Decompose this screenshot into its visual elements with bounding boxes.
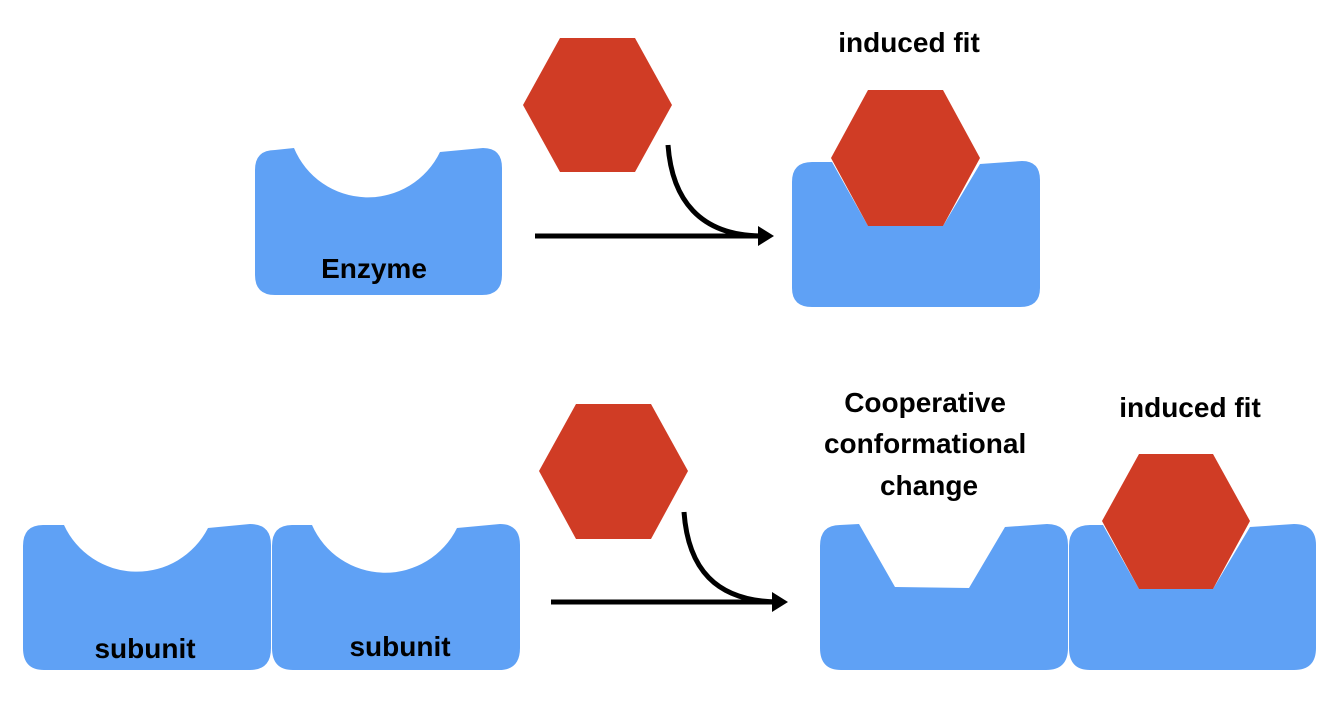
cooperative-label-line: change	[880, 470, 978, 501]
bound-substrate-hexagon-bottom	[1102, 454, 1250, 589]
bound-subunit-shape	[1069, 524, 1316, 670]
cooperative-label: Cooperative conformational change	[824, 387, 1034, 501]
binding-curve-arrow-bottom	[681, 511, 778, 605]
subunit-left-shape	[23, 524, 271, 670]
substrate-hexagon	[523, 38, 672, 172]
induced-fit-label-top: induced fit	[838, 27, 980, 58]
binding-curve-arrow	[665, 144, 761, 239]
substrate-hexagon-bottom	[539, 404, 688, 539]
enzyme-label: Enzyme	[321, 253, 427, 284]
enzyme-bound-shape	[792, 161, 1040, 307]
reaction-arrowhead	[758, 226, 774, 246]
conformational-subunit-shape	[820, 524, 1068, 670]
cooperative-label-line: conformational	[824, 428, 1026, 459]
subunit-right-label: subunit	[349, 631, 450, 662]
reaction-arrowhead-bottom	[772, 592, 788, 612]
subunit-right-shape	[272, 524, 520, 670]
subunit-left-label: subunit	[94, 633, 195, 664]
cooperative-label-line: Cooperative	[844, 387, 1006, 418]
induced-fit-label-bottom: induced fit	[1119, 392, 1261, 423]
bound-substrate-hexagon	[831, 90, 980, 226]
enzyme-shape	[255, 148, 502, 295]
